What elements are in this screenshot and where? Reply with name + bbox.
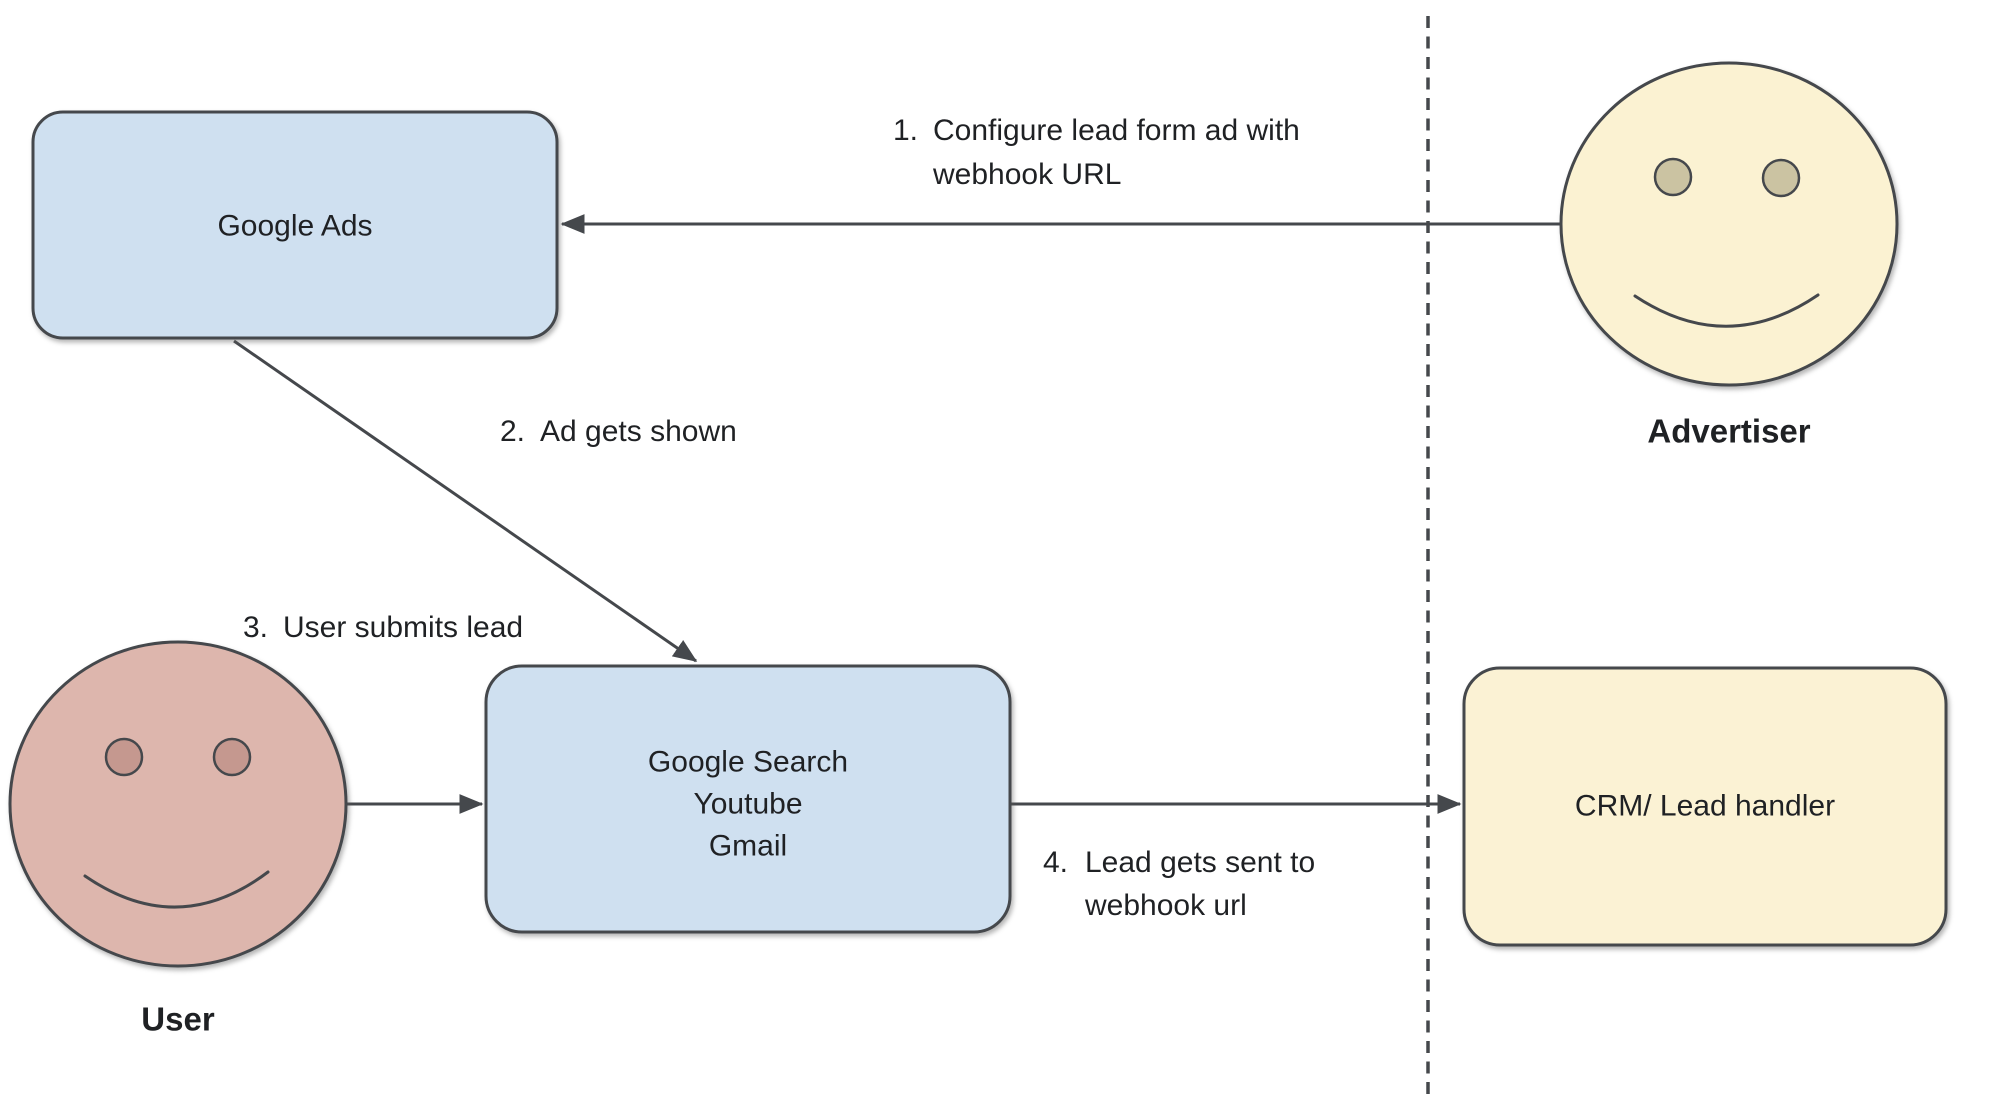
crm-box[interactable] (1462, 666, 1948, 947)
google-surfaces-box[interactable] (484, 664, 1012, 934)
advertiser-face[interactable] (1559, 61, 1899, 387)
user-right-eye (212, 737, 252, 777)
google-surfaces-label-line3: Gmail (709, 830, 787, 863)
user-label: User (141, 1001, 215, 1038)
google-surfaces-node[interactable]: Google Search Youtube Gmail (484, 664, 1012, 934)
step3-number: 3. (243, 611, 268, 644)
advertiser-label: Advertiser (1647, 413, 1810, 450)
user-face[interactable] (8, 640, 348, 968)
user-smile (83, 870, 270, 909)
user-left-eye (104, 737, 144, 777)
step4-text-line2: webhook url (1084, 889, 1247, 922)
step1-text-line1: Configure lead form ad with (933, 114, 1300, 147)
google-surfaces-label-line2: Youtube (693, 788, 802, 821)
step1-text-line2: webhook URL (932, 158, 1121, 191)
step4-label: 4. Lead gets sent to webhook url (1043, 846, 1315, 922)
advertiser-left-eye (1653, 157, 1693, 197)
step2-label: 2. Ad gets shown (500, 415, 737, 448)
step3-label: 3. User submits lead (243, 611, 523, 644)
step2-text: Ad gets shown (540, 415, 737, 448)
advertiser-smile (1633, 293, 1820, 328)
arrow-ad-gets-shown[interactable] (233, 339, 698, 663)
step3-text: User submits lead (283, 611, 523, 644)
crm-label: CRM/ Lead handler (1575, 790, 1835, 823)
google-ads-node[interactable]: Google Ads (31, 110, 559, 340)
step2-number: 2. (500, 415, 525, 448)
user-figure[interactable]: User (8, 640, 348, 1038)
step1-label: 1. Configure lead form ad with webhook U… (893, 114, 1300, 191)
step4-number: 4. (1043, 846, 1068, 879)
google-ads-box[interactable] (31, 110, 559, 340)
advertiser-figure[interactable]: Advertiser (1559, 61, 1899, 450)
step1-number: 1. (893, 114, 918, 147)
crm-node[interactable]: CRM/ Lead handler (1462, 666, 1948, 947)
google-ads-label: Google Ads (217, 210, 372, 243)
advertiser-right-eye (1761, 158, 1801, 198)
step4-text-line1: Lead gets sent to (1085, 846, 1315, 879)
google-surfaces-label-line1: Google Search (648, 746, 848, 779)
